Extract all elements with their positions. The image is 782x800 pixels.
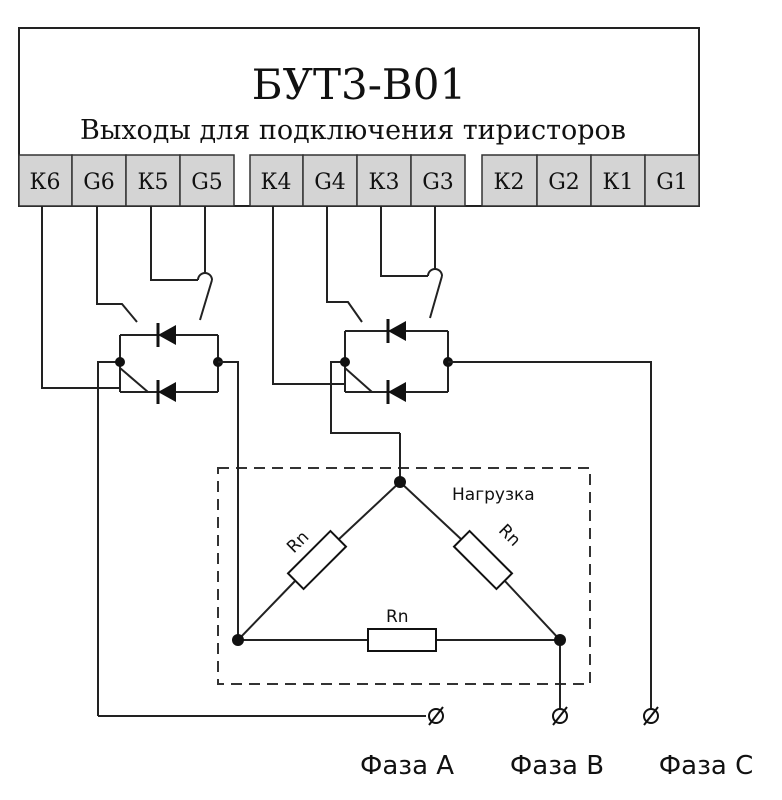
svg-text:К2: К2 xyxy=(493,170,524,195)
terminal-g6[interactable]: G6 xyxy=(71,154,127,207)
svg-text:G6: G6 xyxy=(83,170,115,195)
terminal-g2[interactable]: G2 xyxy=(536,154,592,207)
svg-text:G5: G5 xyxy=(191,170,223,195)
svg-text:G3: G3 xyxy=(422,170,454,195)
block-subtitle: Выходы для подключения тиристоров xyxy=(80,115,626,146)
thyristor-icon xyxy=(386,380,406,404)
svg-text:G1: G1 xyxy=(656,170,688,195)
terminal-strip: К6 G6 К5 G5 К4 G4 К3 G3 xyxy=(18,154,700,207)
resistor-label-right: Rn xyxy=(494,520,524,550)
wire-k5 xyxy=(150,206,198,281)
svg-text:К1: К1 xyxy=(602,170,633,195)
svg-text:К5: К5 xyxy=(137,170,168,195)
phase-b-label: Фаза В xyxy=(510,751,604,781)
wire-k3 xyxy=(380,206,428,277)
terminal-k3[interactable]: К3 xyxy=(356,154,412,207)
wire-g4 xyxy=(326,206,363,323)
terminal-k4[interactable]: К4 xyxy=(249,154,304,207)
load-label: Нагрузка xyxy=(452,485,535,505)
resistor-icon xyxy=(286,529,348,591)
thyristor-pair-1 xyxy=(41,206,223,716)
svg-text:К4: К4 xyxy=(260,170,291,195)
resistor-label-bottom: Rn xyxy=(386,607,409,627)
wire-g3 xyxy=(427,206,443,319)
wire-g6 xyxy=(96,206,138,323)
svg-text:G4: G4 xyxy=(314,170,346,195)
thyristor-pair-2 xyxy=(272,206,453,434)
svg-text:G2: G2 xyxy=(548,170,580,195)
phase-terminal-icon[interactable] xyxy=(428,706,444,726)
terminal-g5[interactable]: G5 xyxy=(179,154,235,207)
terminal-k5[interactable]: К5 xyxy=(125,154,181,207)
terminal-g1[interactable]: G1 xyxy=(644,154,700,207)
resistor-icon xyxy=(452,529,514,591)
wire-k6 xyxy=(41,206,121,389)
wire-k4 xyxy=(272,206,346,385)
phase-terminal-icon[interactable] xyxy=(552,706,568,726)
terminal-k2[interactable]: К2 xyxy=(481,154,538,207)
thyristor-icon xyxy=(156,380,176,404)
phase-connections: Фаза А Фаза В Фаза С xyxy=(98,706,754,781)
terminal-k6[interactable]: К6 xyxy=(18,154,73,207)
thyristor-icon xyxy=(156,323,176,347)
thyristor-icon xyxy=(386,319,406,343)
phase-c-label: Фаза С xyxy=(659,751,754,781)
phase-terminal-icon[interactable] xyxy=(643,706,659,726)
load-boundary xyxy=(217,467,591,685)
svg-text:К3: К3 xyxy=(368,170,399,195)
wire-g5 xyxy=(197,206,213,321)
load: Нагрузка Rn Rn Rn xyxy=(217,361,652,712)
resistor-icon xyxy=(367,628,437,652)
phase-a-label: Фаза А xyxy=(360,751,454,781)
svg-text:К6: К6 xyxy=(29,170,60,195)
terminal-k1[interactable]: К1 xyxy=(590,154,646,207)
block-title: БУТ3-В01 xyxy=(252,60,466,109)
terminal-g3[interactable]: G3 xyxy=(410,154,466,207)
terminal-g4[interactable]: G4 xyxy=(302,154,358,207)
